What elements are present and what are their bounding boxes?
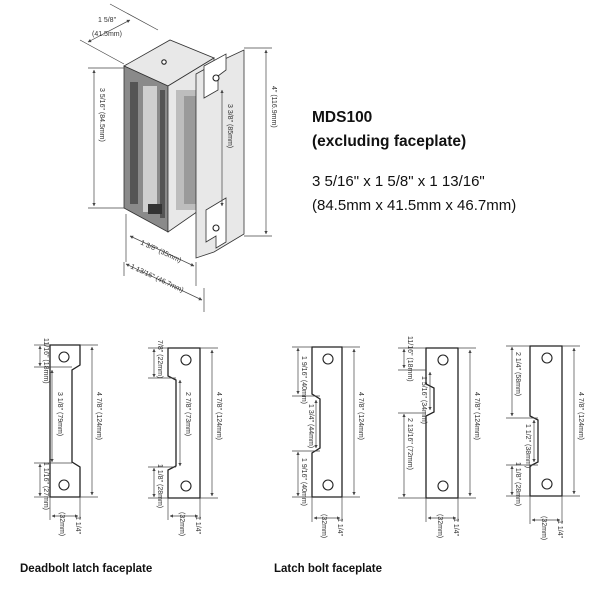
strike-body bbox=[123, 39, 245, 259]
plate1-width-mm-label: (32mm) bbox=[58, 512, 65, 536]
body-total-height-label: 4" (116.9mm) bbox=[270, 86, 277, 128]
latch-caption: Latch bolt faceplate bbox=[274, 563, 382, 575]
plate5-opening-label: 1 1/2" (38mm) bbox=[524, 424, 531, 468]
plate5-width-label: 1 1/4" bbox=[556, 520, 563, 539]
plate4-width-label: 1 1/4" bbox=[452, 518, 459, 537]
plate3-bottom-label: 1 9/16" (40mm) bbox=[300, 458, 307, 506]
deadbolt-caption: Deadbolt latch faceplate bbox=[20, 563, 152, 575]
plate1-opening-label: 3 1/8" (79mm) bbox=[56, 392, 63, 436]
size-imperial: 3 5/16" x 1 5/8" x 1 13/16" bbox=[312, 173, 485, 190]
plate3-top-label: 1 9/16" (40mm) bbox=[300, 356, 307, 404]
plate1-width-label: 1 1/4" bbox=[74, 516, 81, 535]
body-width-mm-label: (41.5mm) bbox=[92, 31, 122, 38]
faceplate-5: 2 1/4" (58mm) 1 1/2" (38mm) 1 1/8" (28mm… bbox=[506, 345, 584, 540]
faceplate-4: 11/16" (18mm) 1 5/16" (34mm) 2 13/16" (7… bbox=[398, 336, 480, 538]
plate5-bottom-label: 1 1/8" (28mm) bbox=[514, 462, 521, 506]
plate4-length-label: 4 7/8" (124mm) bbox=[473, 392, 480, 440]
plate2-top-label: 7/8" (22mm) bbox=[156, 340, 163, 378]
body-depth-a-label: 1 3/8" (35mm) bbox=[139, 239, 182, 264]
plate1-length-label: 4 7/8" (124mm) bbox=[95, 392, 102, 440]
plate3-opening-label: 1 3/4" (44mm) bbox=[307, 404, 314, 448]
plate2-width-mm-label: (32mm) bbox=[178, 512, 185, 536]
faceplate-1: 11/16" (18mm) 3 1/8" (79mm) 1 1/16" (27m… bbox=[34, 338, 102, 536]
plate4-width-mm-label: (32mm) bbox=[436, 514, 443, 538]
plate1-top-label: 11/16" (18mm) bbox=[42, 338, 49, 384]
plate5-length-label: 4 7/8" (124mm) bbox=[577, 392, 584, 440]
plate3-width-label: 1 1/4" bbox=[336, 518, 343, 537]
plate4-opening-label: 1 5/16" (34mm) bbox=[420, 376, 427, 424]
plate4-bottom-label: 2 13/16" (72mm) bbox=[406, 418, 413, 470]
plate1-bottom-label: 1 1/16" (27mm) bbox=[42, 462, 49, 510]
plate2-length-label: 4 7/8" (124mm) bbox=[215, 392, 222, 440]
plate2-bottom-label: 1 1/8" (28mm) bbox=[156, 464, 163, 508]
plate5-width-mm-label: (32mm) bbox=[540, 516, 547, 540]
body-width-label: 1 5/8" bbox=[98, 17, 117, 24]
body-depth-b-label: 1 13/16" (46.7mm) bbox=[129, 263, 184, 294]
plate5-top-label: 2 1/4" (58mm) bbox=[514, 352, 521, 396]
model-title: MDS100 bbox=[312, 109, 372, 126]
body-inner-height-label: 3 3/8" (85mm) bbox=[226, 104, 233, 148]
plate3-width-mm-label: (32mm) bbox=[320, 514, 327, 538]
plate2-width-label: 1 1/4" bbox=[194, 516, 201, 535]
model-note: (excluding faceplate) bbox=[312, 133, 466, 150]
body-height-label: 3 5/16" (84.5mm) bbox=[98, 88, 105, 142]
plate4-top-label: 11/16" (18mm) bbox=[406, 336, 413, 382]
plate3-length-label: 4 7/8" (124mm) bbox=[357, 392, 364, 440]
size-metric: (84.5mm x 41.5mm x 46.7mm) bbox=[312, 197, 516, 214]
faceplate-3: 1 9/16" (40mm) 1 3/4" (44mm) 1 9/16" (40… bbox=[292, 346, 364, 538]
faceplate-2: 7/8" (22mm) 2 7/8" (73mm) 1 1/8" (28mm) … bbox=[148, 340, 222, 536]
plate2-opening-label: 2 7/8" (73mm) bbox=[184, 392, 191, 436]
